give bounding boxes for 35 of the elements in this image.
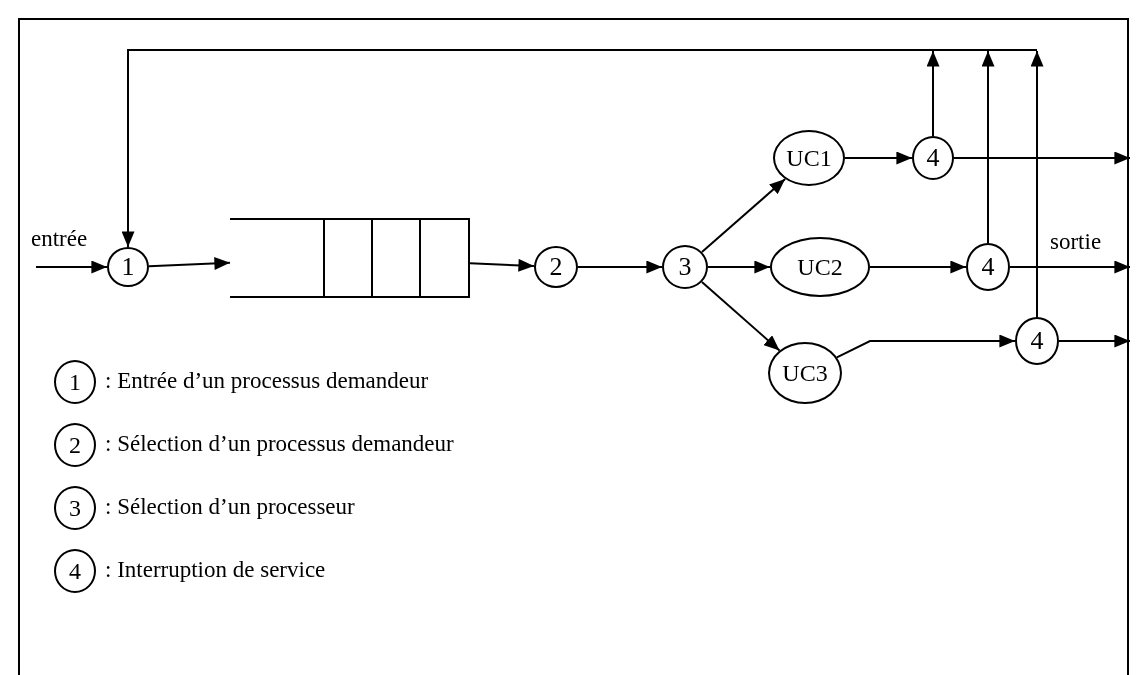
legend-text: : Interruption de service [105, 556, 326, 584]
number-circle: 4 [912, 136, 954, 180]
arrow [577, 260, 663, 274]
number-circle: 2 [54, 423, 96, 467]
number-circle: 3 [54, 486, 96, 530]
arrow [707, 260, 771, 274]
legend-text: : Sélection d’un processus demandeur [105, 430, 454, 458]
arrow [926, 50, 940, 137]
number-circle: 3 [662, 245, 708, 289]
arrow [981, 50, 995, 244]
processor-ellipse: UC1 [773, 130, 845, 186]
arrow [700, 177, 787, 254]
number-circle: 1 [107, 247, 149, 287]
arrow [869, 260, 967, 274]
arrow [1009, 260, 1131, 274]
number-circle: 1 [54, 360, 96, 404]
number-circle: 4 [1015, 317, 1059, 365]
arrow [953, 151, 1131, 165]
arrow [1030, 50, 1044, 318]
arrow [835, 334, 1016, 359]
arrow [469, 258, 535, 272]
arrow [844, 151, 913, 165]
legend-text: : Sélection d’un processeur [105, 493, 355, 521]
processor-ellipse: UC2 [770, 237, 870, 297]
number-circle: 4 [966, 243, 1010, 291]
arrow [35, 260, 108, 274]
number-circle: 4 [54, 549, 96, 593]
legend-text: : Entrée d’un processus demandeur [105, 367, 429, 395]
arrow [148, 257, 231, 270]
arrow [1058, 334, 1131, 348]
number-circle: 2 [534, 246, 578, 288]
arrow [700, 280, 781, 352]
processor-ellipse: UC3 [768, 342, 842, 404]
arrow [121, 49, 1038, 248]
queue-drawing [230, 218, 470, 298]
